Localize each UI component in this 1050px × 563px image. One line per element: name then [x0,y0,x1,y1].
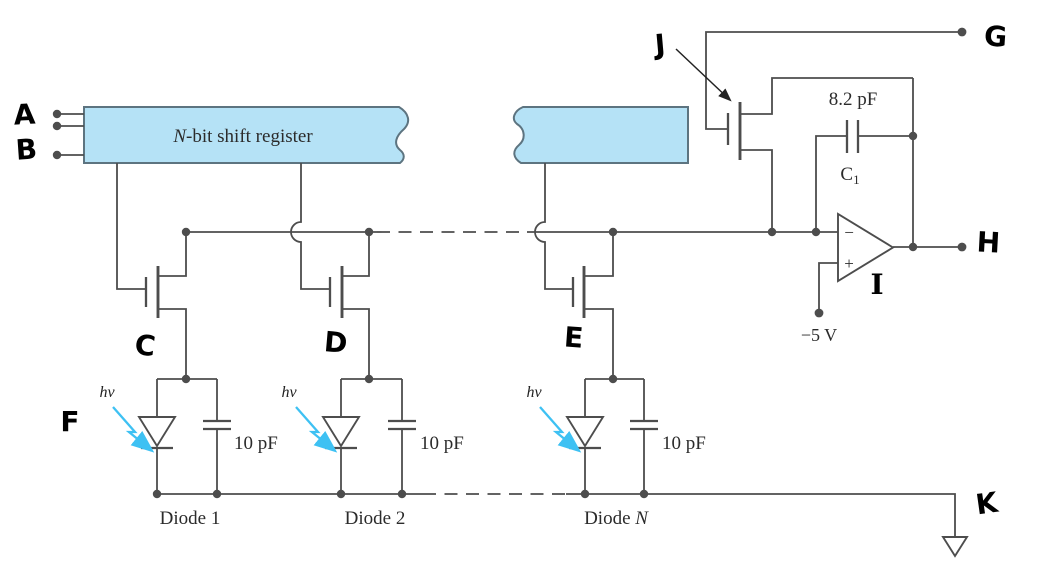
feedback-capacitor: 8.2 pF C1 [815,78,918,247]
celln-cap-value: 10 pF [662,433,706,454]
opamp-inverting-sign: − [844,223,854,242]
annotation-a: A [13,97,37,131]
cell2-label: Diode 2 [345,508,406,529]
celln-label: Diode N [584,508,649,529]
junction-dot [908,131,918,141]
common-bus [157,493,969,558]
cell1-label-id: 1 [211,508,221,529]
celln-label-id: N [634,508,649,529]
annotation-j-arrow-icon [675,48,732,102]
shift-register-label-n: N [172,126,187,147]
handwritten-annotations: A B C D E F G H I J K [13,19,1008,521]
gate-wire-d-with-hop [290,163,330,290]
mosfet-e-drain-wire [584,232,614,277]
annotation-c: C [133,328,157,363]
gate-wire-c [116,163,146,290]
celln-light-label: hν [526,384,542,401]
terminal-dot-a2 [52,121,62,131]
feedback-cap-name-base: C [840,164,853,185]
terminal-dot-a1 [52,109,62,119]
mosfet-c-source-wire [158,308,187,379]
feedback-cap-name: C1 [840,164,859,187]
annotation-h: H [976,225,1001,259]
opamp-triangle [837,212,895,283]
cell2-label-id: 2 [396,508,406,529]
shift-register-1: N-bit shift register [83,106,410,164]
mosfet-e-source-wire [584,308,614,379]
annotation-k: K [974,486,1001,522]
mosfet-c [144,232,187,379]
gate-wire-e-with-hop [534,163,573,290]
mosfet-c-drain-wire [158,232,187,277]
mosfet-d-source-wire [342,308,370,379]
photodiode-1-icon [137,416,177,448]
shift-register-2-box [512,106,689,164]
opamp: − + −5 V [801,212,967,345]
video-bus [181,227,838,237]
junction-dot [908,242,918,252]
annotation-e: E [563,320,584,354]
feedback-cap-name-sub: 1 [853,172,860,187]
feedback-cap-value: 8.2 pF [829,89,878,110]
reset-gate-wire-to-g [705,31,962,130]
light-ray-icon [539,406,582,453]
opamp-noninverting-sign: + [844,254,854,273]
terminal-dot-g [957,27,967,37]
photodiode-n-icon [565,416,605,448]
photodiode-cell-2: 10 pF Diode 2 hν [281,374,464,529]
common-bus-right [566,493,956,537]
terminal-dot-h [957,242,967,252]
cell1-label-prefix: Diode [160,508,211,529]
cell2-cap-value: 10 pF [420,433,464,454]
annotation-d: D [323,325,349,360]
photodiode-cell-1: 10 pF Diode 1 hν [99,374,278,529]
light-ray-icon [295,406,338,453]
cell1-label: Diode 1 [160,508,221,529]
opamp-plus-input-wire [818,262,838,313]
annotation-f: F [60,405,79,438]
terminal-dot-supply [814,308,824,318]
input-terminals [52,109,84,160]
cell1-cap-value: 10 pF [234,433,278,454]
photodiode-cell-n: 10 pF Diode N hν [526,374,706,529]
cell2-label-prefix: Diode [345,508,396,529]
annotation-g: G [983,19,1008,54]
celln-label-prefix: Diode [584,508,635,529]
terminal-dot-b [52,150,62,160]
mosfet-j-reset [705,27,967,232]
feedback-cap-left-wire [815,135,847,232]
supply-label: −5 V [801,325,837,345]
mosfet-j-source-wire [740,149,773,232]
mosfet-d [328,232,370,379]
mosfet-j-drain-wire [740,77,913,115]
light-ray-icon [112,406,155,453]
annotation-b: B [15,132,39,166]
mosfet-d-drain-wire [342,232,370,277]
ground-icon [941,536,969,558]
mosfet-e [571,232,614,379]
shift-register-2 [512,106,689,164]
shift-register-label-rest: -bit shift register [186,126,313,147]
photodiode-2-icon [321,416,361,448]
shift-register-1-box [83,106,410,164]
cell2-light-label: hν [281,384,297,401]
cell1-light-label: hν [99,384,115,401]
annotation-i: I [870,268,883,301]
annotation-j: J [652,28,667,62]
shift-register-label: N-bit shift register [172,126,313,147]
